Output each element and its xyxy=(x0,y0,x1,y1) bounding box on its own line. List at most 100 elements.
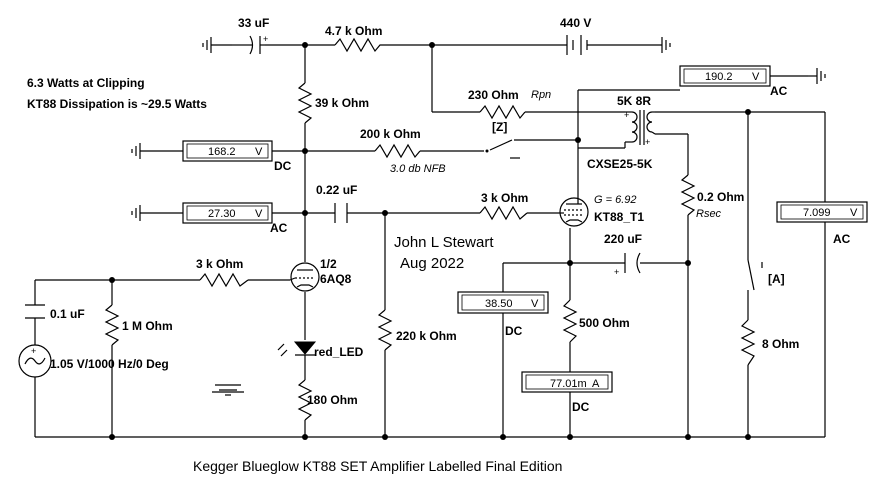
label-r-4k7: 4.7 k Ohm xyxy=(325,24,382,38)
resistor-500-icon xyxy=(562,299,578,343)
meter-190-value: 190.2 xyxy=(705,71,733,83)
label-rsec: Rsec xyxy=(696,208,722,220)
meter-7: 7.099 V AC xyxy=(776,201,868,246)
svg-text:+: + xyxy=(31,346,36,356)
switch-a-icon xyxy=(747,259,763,291)
ground-icon xyxy=(131,143,141,159)
ac-source-icon: + xyxy=(18,344,52,378)
label-tube1-b: 6AQ8 xyxy=(320,272,352,286)
meter-38-mode: DC xyxy=(505,324,523,338)
label-tube1-a: 1/2 xyxy=(320,257,337,271)
notes: 6.3 Watts at Clipping KT88 Dissipation i… xyxy=(27,76,207,111)
resistor-180-icon xyxy=(297,379,313,421)
ground-icon xyxy=(131,205,141,221)
capacitor-022uf-icon xyxy=(334,203,348,223)
ground-icon xyxy=(640,37,671,53)
label-r-220k: 220 k Ohm xyxy=(396,329,457,343)
author-date: Aug 2022 xyxy=(400,255,464,272)
meter-7-value: 7.099 xyxy=(803,207,831,219)
meter-77: 77.01m A DC xyxy=(521,371,613,414)
label-source: 1.05 V/1000 Hz/0 Deg xyxy=(50,357,169,371)
label-nfb: 3.0 db NFB xyxy=(390,163,446,175)
ground-icon xyxy=(202,37,232,53)
ground-icon xyxy=(808,68,826,84)
label-r-8: 8 Ohm xyxy=(762,337,799,351)
label-c-022uf: 0.22 uF xyxy=(316,183,357,197)
meter-38-unit: V xyxy=(531,298,539,310)
meter-190-unit: V xyxy=(752,71,760,83)
resistor-8ohm-icon xyxy=(740,319,756,366)
label-kt88-gain: G = 6.92 xyxy=(594,194,637,206)
label-r-3k-grid: 3 k Ohm xyxy=(481,191,528,205)
meter-38-value: 38.50 xyxy=(485,298,513,310)
resistor-200k-icon xyxy=(374,143,421,159)
nfb-switch-icon xyxy=(485,149,489,153)
resistor-4k7-icon xyxy=(334,37,385,53)
meter-168: 168.2 V DC xyxy=(182,140,292,173)
label-c-220uf: 220 uF xyxy=(604,232,642,246)
meter-77-unit: A xyxy=(592,378,600,390)
label-r-3k-input: 3 k Ohm xyxy=(196,257,243,271)
capacitor-33uf-icon: + xyxy=(245,34,268,55)
6aq8-tube-icon xyxy=(289,262,320,292)
diagram-title: Kegger Blueglow KT88 SET Amplifier Label… xyxy=(193,458,562,474)
label-r-sec: 0.2 Ohm xyxy=(697,190,744,204)
label-switch-a: [A] xyxy=(768,272,785,286)
resistor-220k-icon xyxy=(377,309,393,351)
note-dissipation: KT88 Dissipation is ~29.5 Watts xyxy=(27,97,207,111)
meter-77-value: 77.01m xyxy=(550,378,587,390)
svg-text:+: + xyxy=(263,34,268,44)
junction-dots xyxy=(109,42,751,440)
meter-77-mode: DC xyxy=(572,400,590,414)
label-r-230: 230 Ohm xyxy=(468,88,519,102)
meter-168-unit: V xyxy=(255,146,263,158)
label-transformer-ratio: 5K 8R xyxy=(617,94,651,108)
svg-text:+: + xyxy=(614,267,619,277)
label-c-33uf: 33 uF xyxy=(238,16,269,30)
label-led: red_LED xyxy=(314,345,364,359)
label-r-180: 180 Ohm xyxy=(307,393,358,407)
label-r-39k: 39 k Ohm xyxy=(315,96,369,110)
meter-168-value: 168.2 xyxy=(208,146,236,158)
label-c-01uf: 0.1 uF xyxy=(50,307,85,321)
resistor-rpn-icon xyxy=(479,104,526,120)
ground-icon xyxy=(212,384,244,396)
meter-190: 190.2 V AC xyxy=(679,65,788,98)
ground-symbols xyxy=(131,37,826,396)
resistor-3k-grid-icon xyxy=(479,205,528,221)
meter-7-mode: AC xyxy=(833,232,851,246)
label-transformer: CXSE25-5K xyxy=(587,157,653,171)
kt88-tube-icon xyxy=(559,196,589,227)
capacitor-220uf-icon: + xyxy=(614,252,641,277)
svg-text:+: + xyxy=(645,137,650,147)
label-r-500: 500 Ohm xyxy=(579,316,630,330)
wires xyxy=(34,44,826,438)
meter-27-value: 27.30 xyxy=(208,208,236,220)
meter-27-unit: V xyxy=(255,208,263,220)
component-labels: 33 uF 4.7 k Ohm 440 V 39 k Ohm 230 Ohm R… xyxy=(50,16,799,407)
svg-text:+: + xyxy=(624,110,629,120)
label-r-200k: 200 k Ohm xyxy=(360,127,421,141)
label-kt88: KT88_T1 xyxy=(594,210,644,224)
supply-battery-icon xyxy=(566,35,588,55)
author-name: John L Stewart xyxy=(394,234,494,251)
meter-7-unit: V xyxy=(850,207,858,219)
resistor-1m-icon xyxy=(104,304,120,346)
label-supply: 440 V xyxy=(560,16,591,30)
led-icon xyxy=(277,341,317,357)
label-r-1m: 1 M Ohm xyxy=(122,319,173,333)
meter-190-mode: AC xyxy=(770,84,788,98)
resistor-rsec-icon xyxy=(680,174,696,216)
capacitor-01uf-icon xyxy=(25,304,45,319)
label-z: [Z] xyxy=(492,120,507,134)
output-transformer-icon: + + xyxy=(578,110,656,149)
meter-38: 38.50 V DC xyxy=(457,291,549,338)
resistor-39k-icon xyxy=(297,82,313,124)
meter-168-mode: DC xyxy=(274,159,292,173)
meter-27-mode: AC xyxy=(270,221,288,235)
meter-27: 27.30 V AC xyxy=(182,202,288,235)
note-clipping: 6.3 Watts at Clipping xyxy=(27,76,145,90)
label-rpn: Rpn xyxy=(531,89,551,101)
resistor-3k-input-icon xyxy=(199,272,249,288)
